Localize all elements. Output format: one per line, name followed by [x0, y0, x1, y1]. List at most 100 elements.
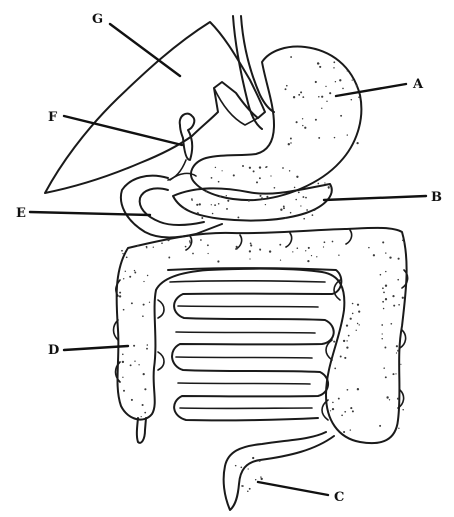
pancreas: [173, 184, 332, 221]
stipple-dot: [329, 92, 331, 94]
stipple-dot: [368, 247, 370, 249]
label-f: F: [48, 110, 58, 125]
stipple-dot: [290, 56, 292, 58]
stipple-dot: [240, 466, 242, 468]
stipple-dot: [347, 70, 348, 71]
gallbladder: [168, 114, 194, 180]
stipple-dot: [285, 217, 287, 219]
stipple-dot: [252, 457, 254, 459]
stipple-dot: [191, 200, 192, 201]
stipple-dot: [305, 250, 306, 251]
stipple-dot: [269, 250, 271, 252]
stipple-dot: [352, 410, 354, 412]
stipple-dot: [302, 118, 303, 119]
stipple-dot: [123, 309, 125, 311]
stipple-dot: [315, 119, 317, 121]
stipple-dot: [130, 364, 132, 366]
stipple-dot: [341, 414, 343, 416]
stipple-dot: [131, 302, 133, 304]
stipple-dot: [226, 208, 228, 210]
stipple-dot: [340, 356, 342, 358]
stipple-dot: [383, 292, 385, 294]
stipple-dot: [212, 213, 214, 215]
stipple-dot: [347, 134, 348, 135]
stipple-dot: [318, 96, 320, 98]
stipple-dot: [250, 243, 252, 245]
stipple-dot: [296, 176, 298, 178]
stipple-dot: [259, 177, 261, 179]
stipple-dot: [385, 271, 386, 272]
stipple-dot: [296, 121, 298, 123]
stipple-dot: [298, 192, 300, 194]
stipple-dot: [352, 79, 353, 80]
stipple-dot: [261, 478, 263, 480]
stipple-dot: [396, 352, 397, 353]
stipple-dot: [350, 407, 352, 409]
stipple-texture: [119, 56, 405, 492]
stipple-dot: [218, 181, 220, 183]
stipple-dot: [396, 345, 398, 347]
stipple-dot: [397, 350, 399, 352]
stipple-dot: [343, 340, 345, 342]
stipple-dot: [168, 257, 170, 259]
stipple-dot: [143, 373, 145, 375]
stipple-dot: [134, 361, 135, 362]
stipple-dot: [266, 196, 268, 198]
stipple-dot: [282, 167, 284, 169]
stipple-dot: [307, 260, 309, 262]
stipple-dot: [292, 251, 293, 252]
stipple-dot: [321, 108, 322, 109]
stipple-dot: [250, 244, 252, 246]
stipple-dot: [389, 256, 391, 258]
stipple-dot: [153, 247, 154, 248]
stipple-dot: [402, 297, 404, 299]
stipple-dot: [385, 252, 386, 253]
stipple-dot: [249, 167, 251, 169]
stipple-dot: [356, 330, 357, 331]
stipple-dot: [236, 247, 238, 249]
stipple-dot: [119, 295, 121, 297]
stipple-dot: [383, 367, 385, 369]
stipple-dot: [290, 138, 292, 140]
stipple-dot: [293, 96, 295, 98]
stipple-dot: [384, 347, 386, 349]
stipple-dot: [141, 416, 142, 417]
stipple-dot: [393, 305, 395, 307]
stipple-dot: [185, 246, 187, 248]
stipple-dot: [143, 304, 145, 306]
stipple-dot: [192, 253, 194, 255]
stipple-dot: [197, 212, 199, 214]
leader-line-a: [336, 84, 406, 96]
stipple-dot: [398, 428, 399, 429]
stipple-dot: [323, 246, 324, 247]
stipple-dot: [137, 245, 139, 247]
stipple-dot: [161, 242, 163, 244]
stipple-dot: [324, 241, 326, 243]
stipple-dot: [211, 177, 213, 179]
stipple-dot: [149, 302, 150, 303]
stipple-dot: [350, 318, 352, 320]
stipple-dot: [334, 368, 336, 370]
stipple-dot: [332, 241, 334, 243]
stipple-dot: [211, 204, 212, 205]
stipple-dot: [381, 338, 382, 339]
stipple-dot: [392, 373, 394, 375]
stipple-dot: [346, 325, 348, 327]
stipple-dot: [382, 333, 383, 334]
stipple-dot: [265, 166, 267, 168]
stipple-dot: [389, 399, 390, 400]
stipple-dot: [144, 412, 146, 414]
stipple-dot: [297, 247, 299, 249]
stipple-dot: [379, 425, 381, 427]
liver: [45, 22, 265, 193]
stipple-dot: [385, 285, 387, 287]
leader-line-g: [110, 24, 180, 76]
stipple-dot: [237, 216, 239, 218]
stipple-dot: [316, 256, 317, 257]
stipple-dot: [317, 62, 319, 64]
label-c: C: [334, 490, 344, 505]
stipple-dot: [398, 258, 400, 260]
stomach: [170, 47, 361, 201]
stipple-dot: [315, 81, 317, 83]
stipple-dot: [167, 239, 169, 241]
